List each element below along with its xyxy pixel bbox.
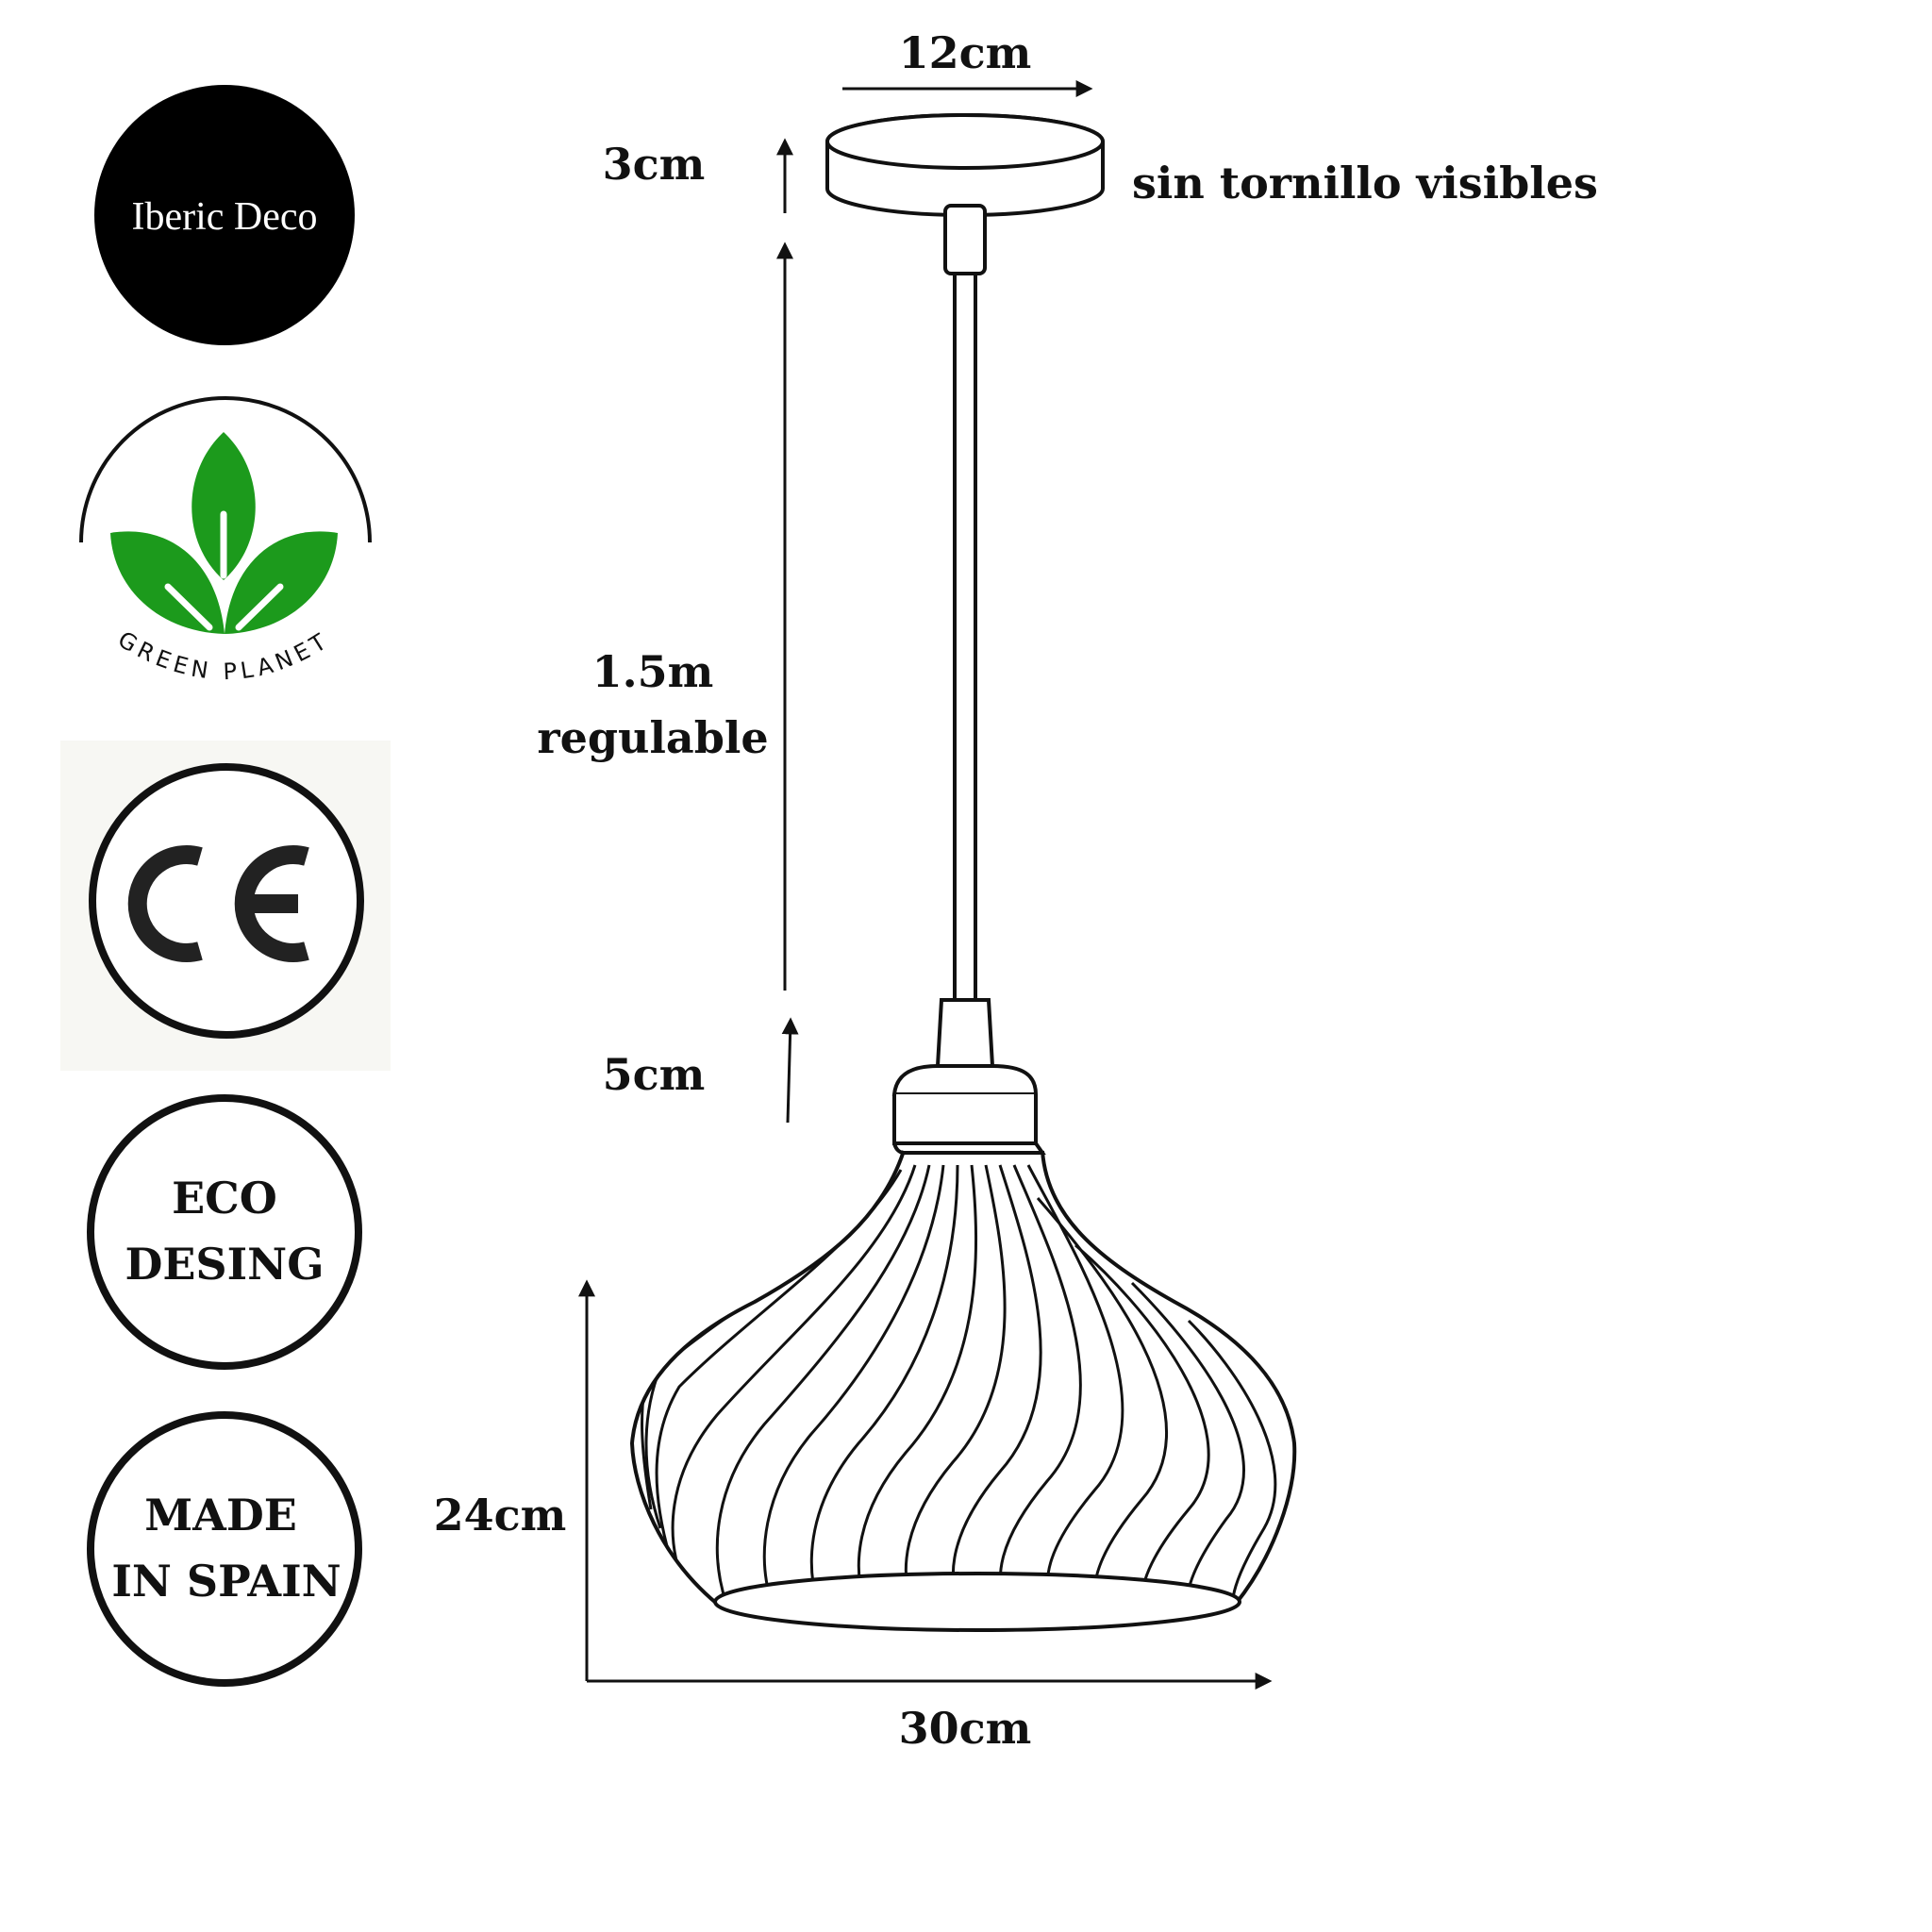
made-in-spain-badge: MADE IN SPAIN <box>87 1411 362 1687</box>
dimension-lines <box>578 80 1273 1690</box>
made-label-line2: IN SPAIN <box>111 1556 341 1607</box>
made-label-line1: MADE <box>144 1490 297 1541</box>
ceiling-canopy <box>825 113 1105 217</box>
arrow-socket-height <box>781 1017 799 1124</box>
green-planet-arc <box>79 396 372 543</box>
pendant-lamp-drawing <box>629 113 1297 1632</box>
canopy-height-label: 3cm <box>603 139 706 190</box>
eco-label-line1: ECO <box>172 1173 277 1224</box>
canopy-width-label: 12cm <box>899 27 1032 78</box>
shade-height-label: 24cm <box>434 1490 567 1541</box>
socket-height-label: 5cm <box>603 1049 706 1100</box>
cable-connector <box>943 204 987 275</box>
cable-length-label: 1.5m <box>592 646 714 697</box>
ce-badge <box>60 741 391 1071</box>
eco-label-line2: DESING <box>125 1239 324 1290</box>
lamp-socket <box>891 998 1046 1155</box>
eco-design-badge: ECO DESING <box>87 1094 362 1370</box>
canopy-note-label: sin tornillo visibles <box>1132 158 1598 208</box>
ribbed-glass-shade <box>629 1150 1297 1632</box>
brand-name: Iberic Deco <box>131 195 317 239</box>
brand-badge: Iberic Deco <box>94 85 355 345</box>
cable-note-label: regulable <box>537 712 768 763</box>
ce-mark-icon <box>127 845 309 962</box>
shade-bottom-opening <box>713 1572 1241 1632</box>
green-planet-label: GREEN PLANET <box>113 626 335 686</box>
cable <box>953 274 977 1000</box>
leaf-icon <box>110 432 338 634</box>
dimension-labels: 12cm 3cm sin tornillo visibles 1.5m regu… <box>434 27 1598 1754</box>
shade-width-label: 30cm <box>899 1703 1032 1754</box>
green-planet-badge: GREEN PLANET <box>79 396 372 686</box>
